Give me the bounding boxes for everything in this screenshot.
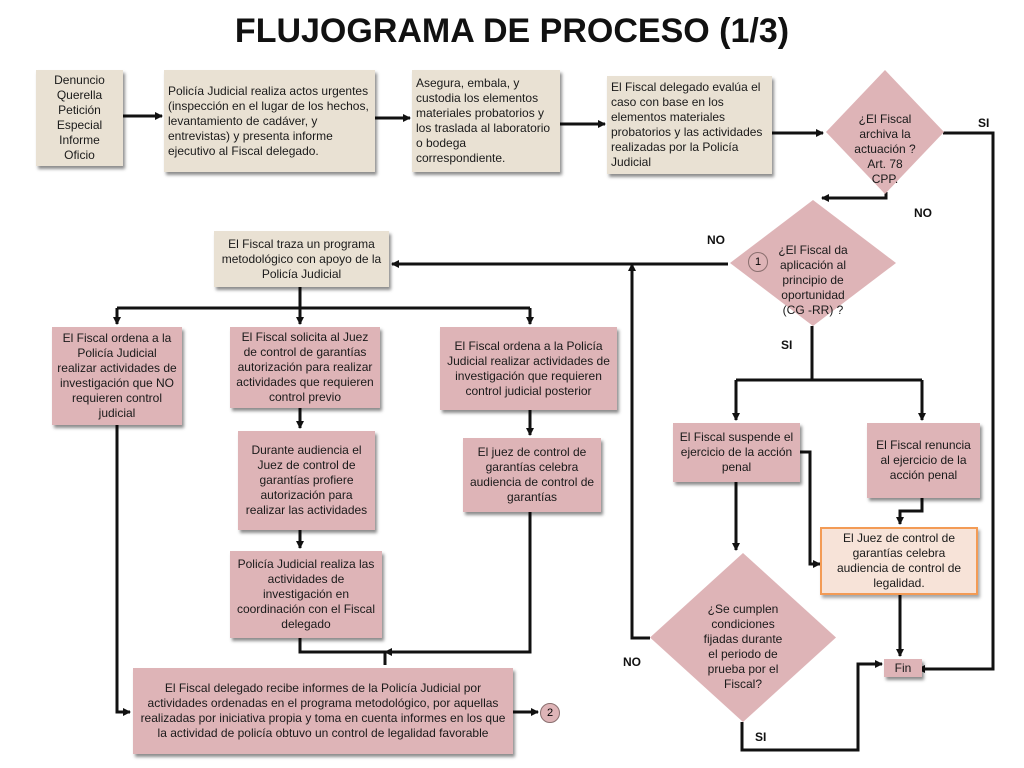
arrow-ordena-no-recibe (115, 425, 131, 716)
juez-legalidad-box: El Juez de control de garantías celebra … (820, 527, 978, 595)
decision-condiciones-text: ¿Se cumplen condiciones fijadas durante … (703, 601, 783, 691)
fiscal-evalua-box: El Fiscal delegado evalúa el caso con ba… (607, 76, 772, 174)
label-si-archiva: SI (978, 116, 990, 130)
asegura-box: Asegura, embala, y custodia los elemento… (412, 70, 560, 172)
line-policia-recibe (298, 638, 387, 665)
decision-condiciones: ¿Se cumplen condiciones fijadas durante … (650, 553, 836, 722)
policia-realiza-box: Policía Judicial realiza las actividades… (230, 551, 382, 638)
page-title: FLUJOGRAMA DE PROCESO (1/3) (234, 12, 790, 50)
line-juez-recibe (384, 512, 532, 656)
label-si-oportunidad: SI (781, 338, 793, 352)
decision-archiva: ¿El Fiscal archiva la actuación ? Art. 7… (826, 70, 944, 194)
label-no-oportunidad: NO (707, 233, 725, 247)
policia-actos-box: Policía Judicial realiza actos urgentes … (164, 70, 375, 172)
arrow-condiciones-si-fin (740, 660, 883, 752)
solicita-juez-box: El Fiscal solicita al Juez de control de… (230, 327, 380, 408)
label-si-condiciones: SI (755, 730, 767, 744)
arrow-renuncia-juez (896, 498, 924, 525)
renuncia-box: El Fiscal renuncia al ejercicio de la ac… (867, 423, 980, 498)
arrow-condiciones-no (628, 263, 650, 640)
label-no-condiciones: NO (623, 655, 641, 669)
connector-1: 1 (748, 252, 768, 272)
juez-audiencia-box: El juez de control de garantías celebra … (463, 438, 601, 512)
arrow-archiva-no (821, 192, 888, 202)
decision-archiva-text: ¿El Fiscal archiva la actuación ? Art. 7… (854, 111, 916, 186)
arrow-suspende-juez (800, 450, 821, 568)
connector-2: 2 (540, 703, 560, 723)
recibe-informes-box: El Fiscal delegado recibe informes de la… (133, 668, 513, 754)
arrow-archiva-si-fin (917, 131, 995, 673)
audiencia-autorizacion-box: Durante audiencia el Juez de control de … (238, 431, 375, 530)
ordena-posterior-box: El Fiscal ordena a la Policía Judicial r… (440, 327, 617, 410)
denuncio-box: Denuncio Querella Petición Especial Info… (36, 70, 123, 166)
decision-oportunidad-text: ¿El Fiscal da aplicación al principio de… (778, 242, 848, 317)
ordena-no-control-box: El Fiscal ordena a la Policía Judicial r… (52, 327, 182, 425)
label-no-archiva: NO (914, 206, 932, 220)
suspende-box: El Fiscal suspende el ejercicio de la ac… (673, 423, 800, 482)
fin-box: Fin (884, 659, 922, 677)
programa-box: El Fiscal traza un programa metodológico… (214, 231, 389, 287)
